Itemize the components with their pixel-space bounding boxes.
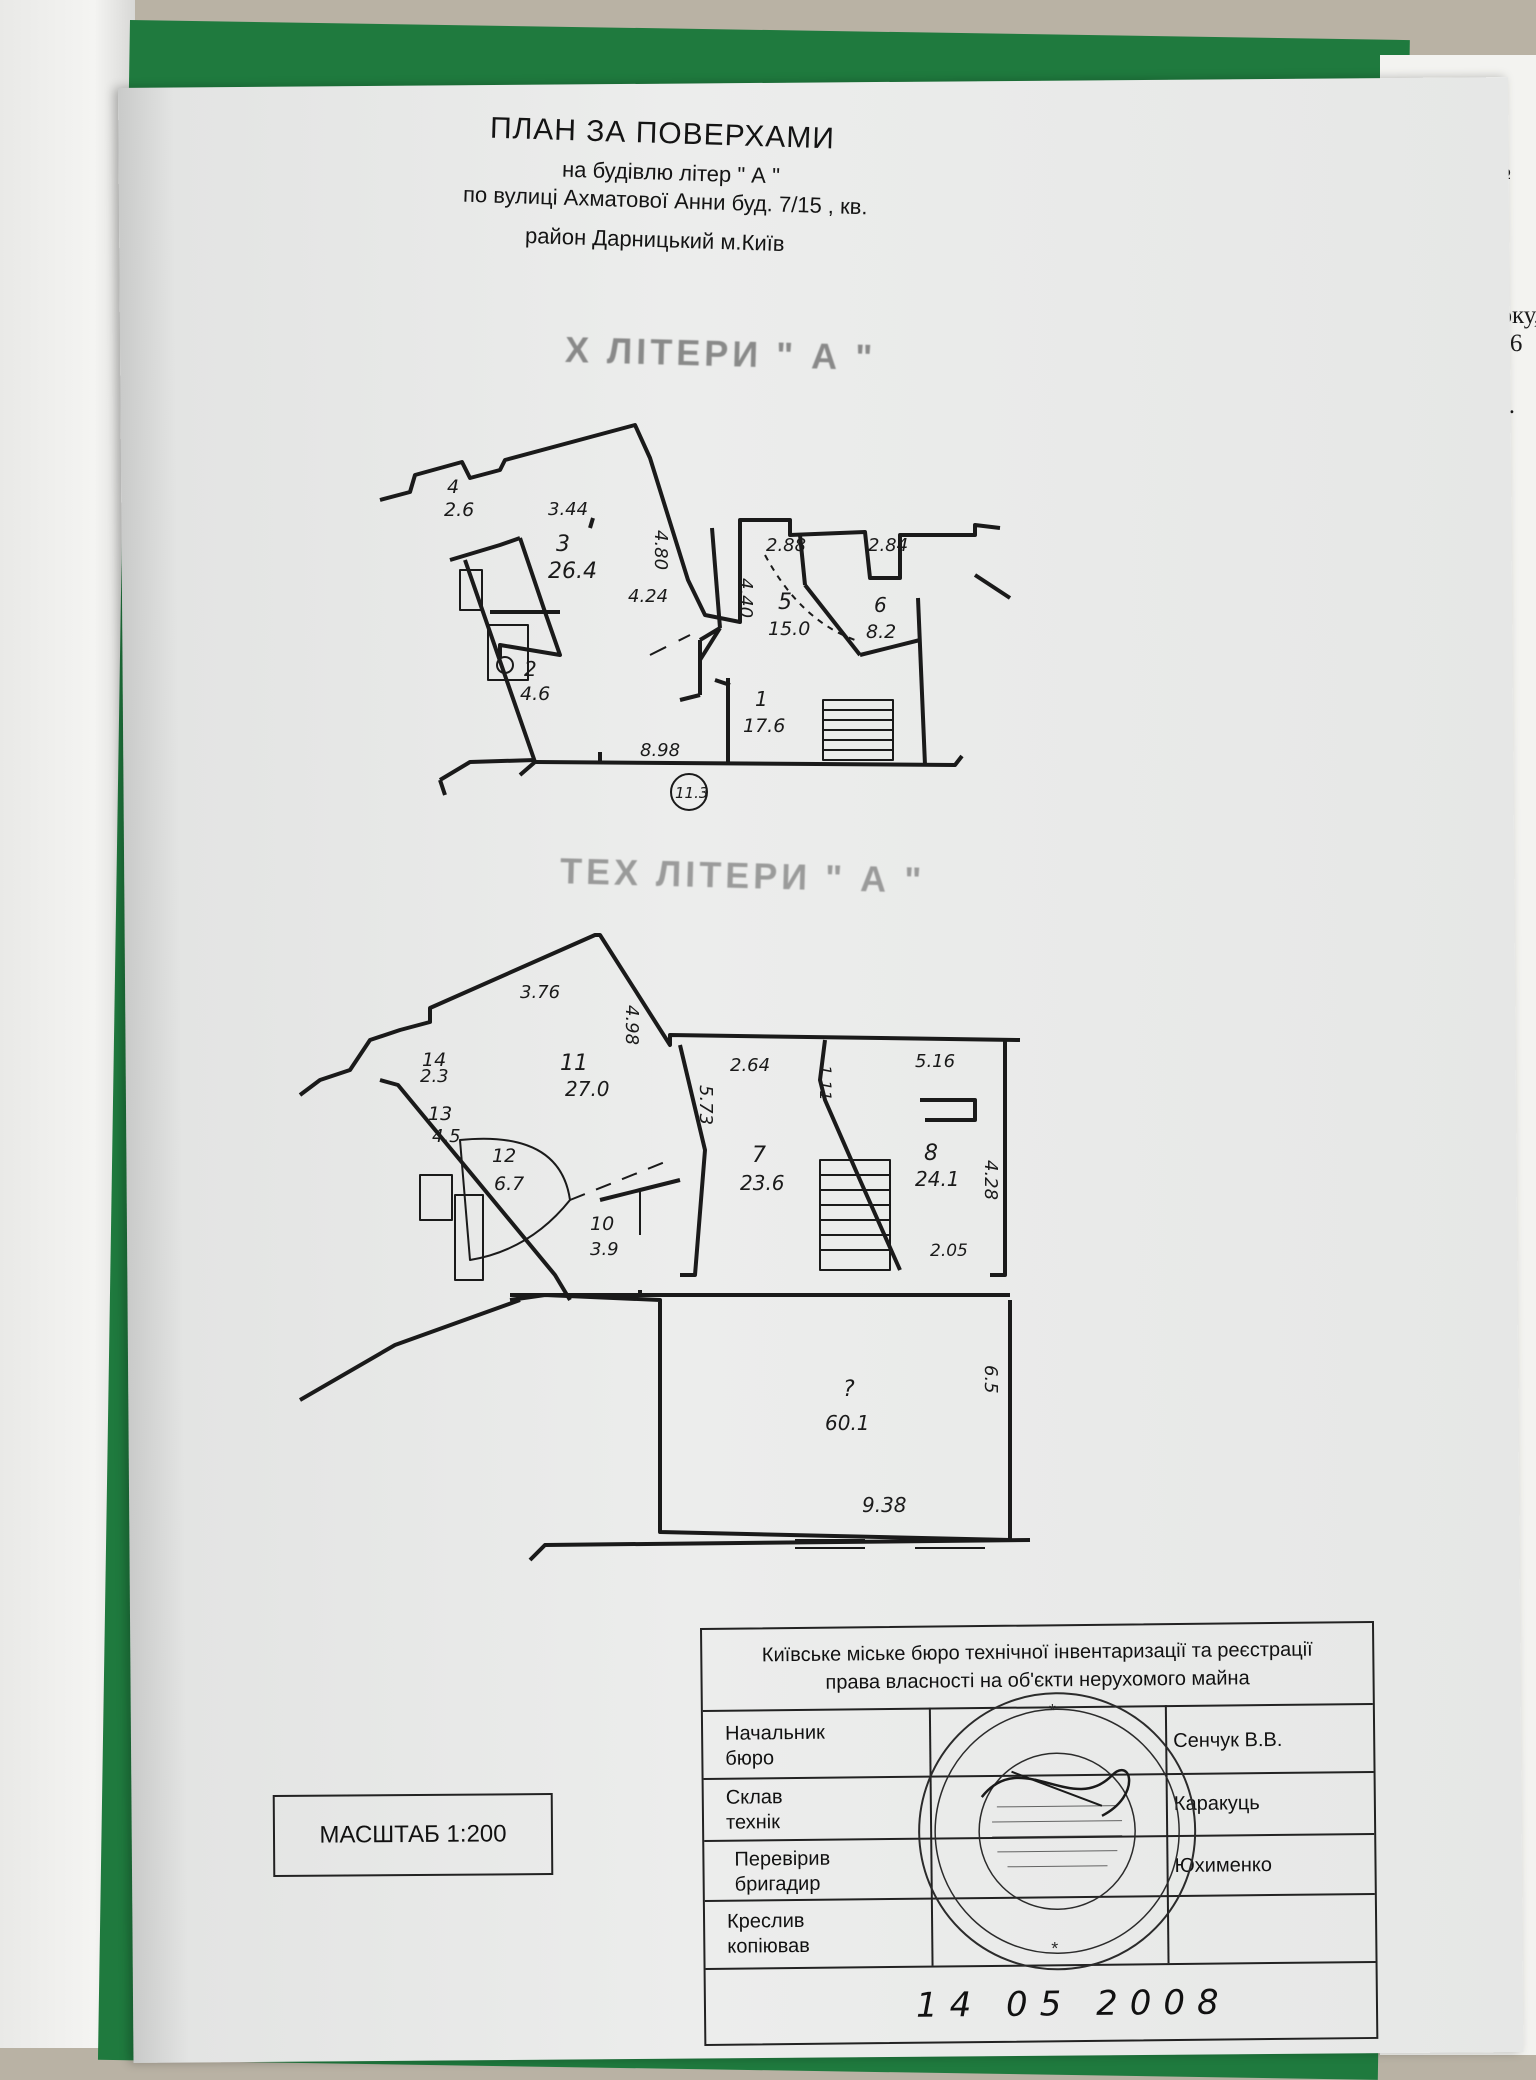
dim-1-11: 1.11: [816, 1065, 835, 1101]
room-6-area: 8.2: [866, 621, 896, 643]
dim-3-44: 3.44: [548, 499, 588, 520]
plan-date: 14 05 2008: [915, 1982, 1231, 2026]
svg-text:*: *: [1049, 1700, 1056, 1720]
dim-2-05: 2.05: [930, 1241, 968, 1261]
room-4-number: 4: [447, 476, 459, 498]
dim-5-16: 5.16: [915, 1051, 955, 1072]
room-5-number: 5: [778, 590, 792, 615]
dim-5-73: 5.73: [695, 1085, 716, 1125]
dim-4-28: 4.28: [980, 1160, 1001, 1200]
room-10-area: 3.9: [590, 1239, 619, 1260]
official-seal-stamp: * *: [918, 1692, 1197, 1971]
dim-6-5: 6.5: [980, 1365, 1001, 1394]
room-11-number: 11: [560, 1051, 588, 1076]
dim-4-24: 4.24: [628, 586, 668, 607]
room-11-area: 27.0: [565, 1077, 610, 1101]
dim-3-76: 3.76: [520, 982, 560, 1003]
room-13-number: 13: [428, 1103, 452, 1125]
lower-room-labels: 3.76 4.98 14 2.3 11 27.0 13 4.5 12 6.7 1…: [420, 982, 1001, 1517]
room-13-area: 4.5: [432, 1126, 461, 1147]
room-9-area: 60.1: [825, 1411, 870, 1435]
dim-4-80: 4.80: [650, 530, 671, 570]
room-10-number: 10: [590, 1213, 614, 1235]
room-3-number: 3: [556, 532, 570, 557]
room-12-area: 6.7: [494, 1173, 524, 1195]
dim-9-38: 9.38: [862, 1493, 907, 1517]
dim-4-40: 4.40: [735, 578, 756, 618]
dim-2-84: 2.84: [868, 535, 908, 556]
title-block: Київське міське бюро технічної інвентари…: [700, 1620, 1379, 2046]
room-8-number: 8: [924, 1141, 938, 1166]
room-12-number: 12: [492, 1145, 516, 1167]
room-4-area: 2.6: [444, 499, 474, 521]
room-14-area: 2.3: [420, 1066, 449, 1087]
room-8-area: 24.1: [915, 1167, 960, 1191]
svg-text:*: *: [1051, 1938, 1058, 1958]
room-14-number: 14: [422, 1049, 446, 1071]
upper-floor-plan: [379, 423, 1012, 796]
room-7-area: 23.6: [740, 1171, 785, 1195]
scale-label: МАСШТАБ 1:200: [272, 1793, 554, 1877]
room-5-area: 15.0: [768, 618, 810, 640]
dim-2-88: 2.88: [766, 535, 806, 556]
room-6-number: 6: [874, 593, 887, 617]
room-9-number: ?: [843, 1377, 855, 1402]
room-1-area: 17.6: [743, 715, 785, 737]
dim-2-64: 2.64: [730, 1055, 770, 1076]
room-7-number: 7: [752, 1143, 766, 1168]
lower-floor-plan: [298, 933, 1031, 1562]
room-1-number: 1: [755, 687, 768, 711]
room-2-number: 2: [524, 657, 537, 681]
axis-marker: 11.3: [675, 784, 708, 802]
room-2-area: 4.6: [520, 683, 550, 705]
room-3-area: 26.4: [548, 559, 597, 584]
upper-room-labels: 4 2.6 3.44 4.80 3 26.4 4.24 2.88 2.84 4.…: [444, 476, 908, 811]
dim-8-98: 8.98: [640, 740, 680, 761]
dim-4-98: 4.98: [621, 1005, 642, 1045]
